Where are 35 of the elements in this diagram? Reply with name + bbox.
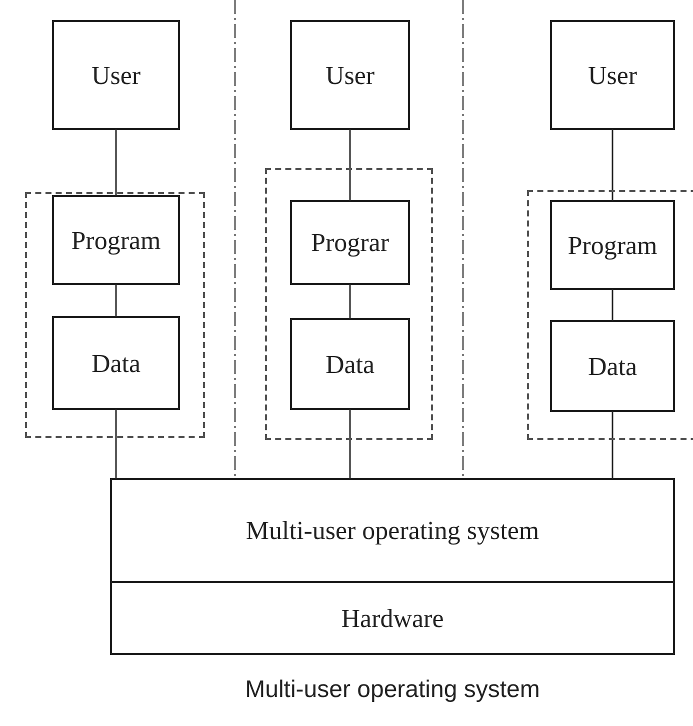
process-box bbox=[290, 318, 410, 410]
box-label: Hardware bbox=[340, 602, 445, 634]
connector-line bbox=[612, 412, 614, 478]
connector-line bbox=[612, 290, 614, 320]
box-label: Data bbox=[324, 348, 376, 380]
box-label: User bbox=[324, 60, 376, 92]
process-box bbox=[290, 200, 410, 285]
connector-line bbox=[612, 130, 614, 200]
connector-line bbox=[115, 285, 117, 316]
connector-line bbox=[115, 130, 117, 195]
connector-line bbox=[115, 410, 117, 478]
process-box bbox=[52, 20, 180, 130]
box-label: Program bbox=[70, 224, 162, 257]
connector-line bbox=[349, 285, 351, 318]
caption: Multi-user operating system bbox=[244, 675, 541, 705]
process-box bbox=[550, 320, 675, 412]
process-box bbox=[550, 200, 675, 290]
box-label: User bbox=[586, 60, 638, 92]
box-label: Data bbox=[586, 350, 638, 382]
process-box bbox=[110, 478, 675, 583]
box-label: Prograr bbox=[310, 227, 390, 259]
process-box bbox=[52, 195, 180, 285]
dashed-group-box bbox=[265, 168, 433, 440]
dashed-group-box bbox=[25, 192, 205, 438]
connector-line bbox=[349, 130, 351, 200]
process-box bbox=[110, 581, 675, 655]
dashed-group-box bbox=[527, 190, 693, 440]
process-box bbox=[290, 20, 410, 130]
process-box bbox=[52, 316, 180, 410]
box-label: Multi-user operating system bbox=[244, 515, 540, 547]
box-label: Program bbox=[566, 230, 658, 262]
box-label: Data bbox=[90, 348, 142, 380]
process-box bbox=[550, 20, 675, 130]
box-label: User bbox=[90, 60, 142, 92]
connector-line bbox=[349, 410, 351, 478]
